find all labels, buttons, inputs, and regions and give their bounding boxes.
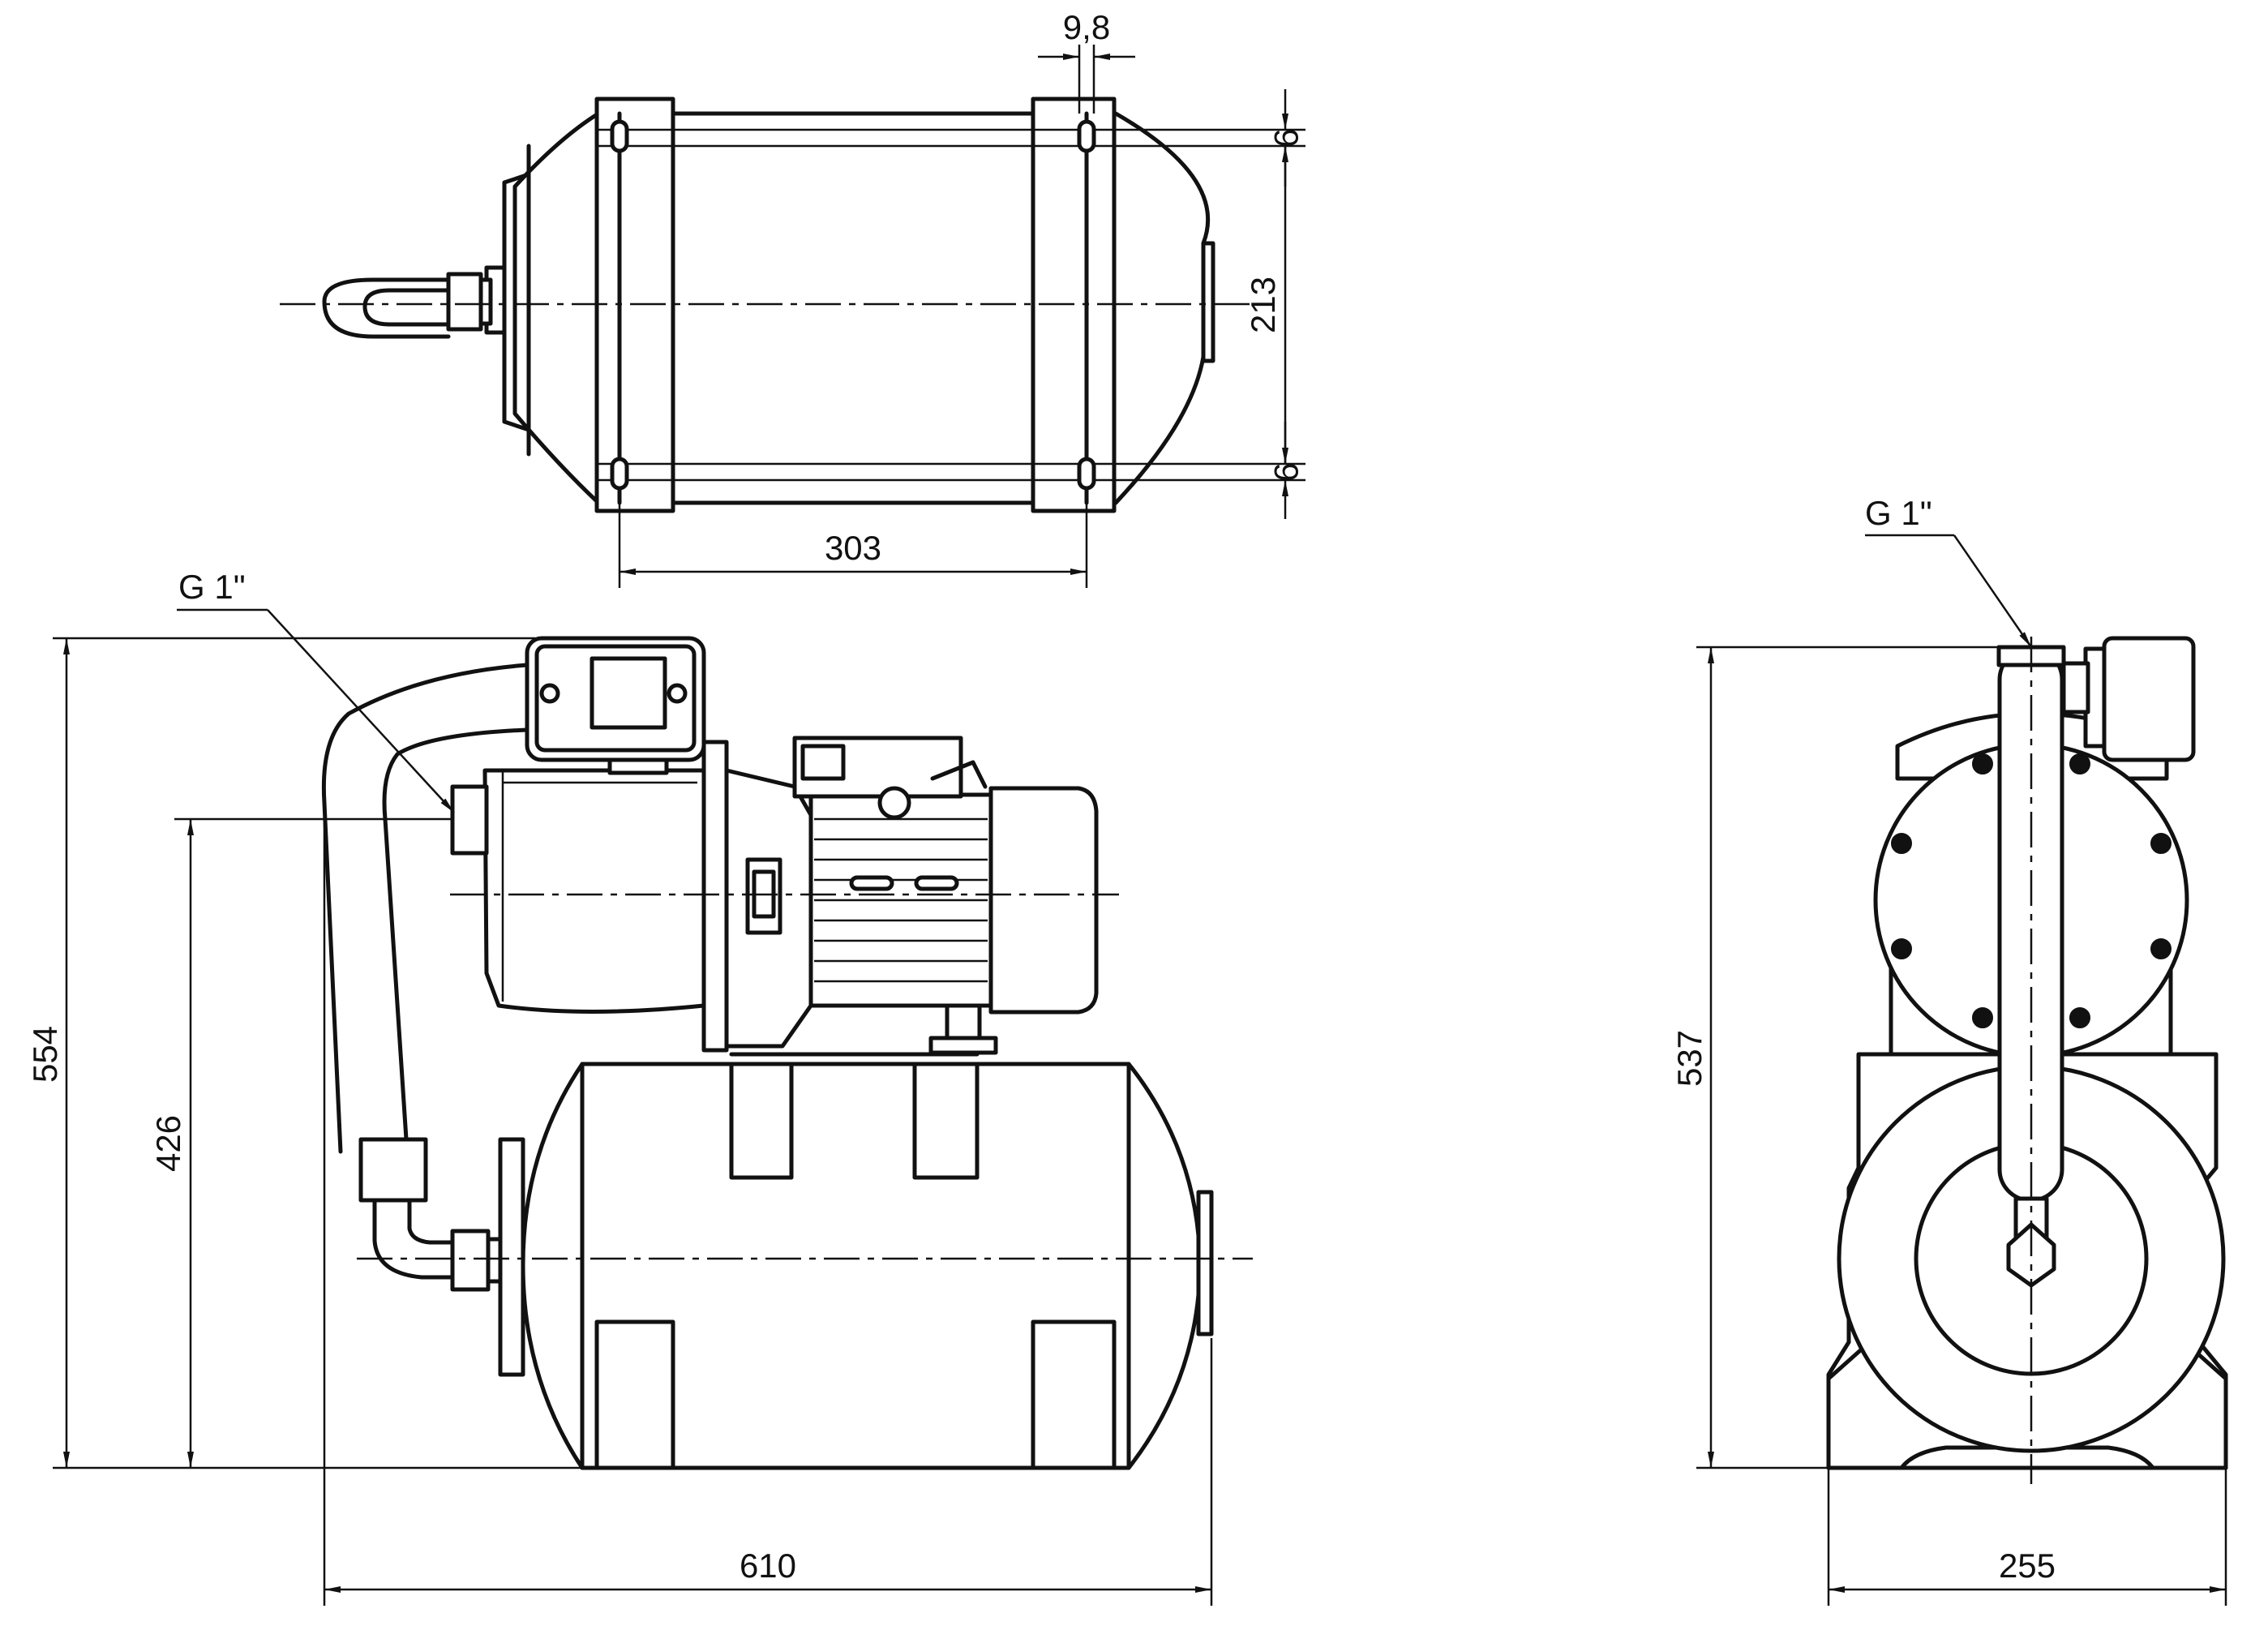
dim-label-top-length: 303: [825, 529, 881, 567]
dim-mount-spacing: 9 213 9: [1116, 89, 1305, 519]
dim-front-height-inlet: 426: [149, 817, 454, 1468]
dim-label-front-width: 610: [740, 1547, 796, 1585]
dim-top-length: 303: [618, 487, 1088, 588]
dim-label-slot-lower: 9: [1267, 462, 1305, 481]
dim-label-slot-width: 9,8: [1063, 8, 1110, 46]
front-view: [321, 636, 1253, 1470]
dim-side-height: 537: [1670, 646, 1999, 1469]
side-view: [1826, 636, 2228, 1484]
dim-front-height-total: 554: [26, 637, 600, 1469]
front-thread-label: G 1": [178, 568, 246, 606]
dim-label-slot-upper: 9: [1267, 128, 1305, 147]
dim-front-width: 610: [323, 779, 1213, 1606]
dim-label-mount-spacing: 213: [1244, 277, 1282, 333]
front-thread-callout: G 1": [177, 568, 455, 813]
dim-label-side-width: 255: [1999, 1547, 2056, 1585]
side-thread-callout: G 1": [1865, 494, 2033, 648]
dim-label-front-height-total: 554: [26, 1026, 64, 1083]
motor-fins: [814, 817, 988, 983]
side-thread-label: G 1": [1865, 494, 1932, 532]
dim-slot-width: 9,8: [1038, 8, 1135, 114]
top-view: [280, 97, 1257, 513]
dim-label-front-height-inlet: 426: [149, 1115, 187, 1172]
dim-label-side-height: 537: [1670, 1030, 1709, 1087]
dim-side-width: 255: [1827, 1468, 2227, 1606]
